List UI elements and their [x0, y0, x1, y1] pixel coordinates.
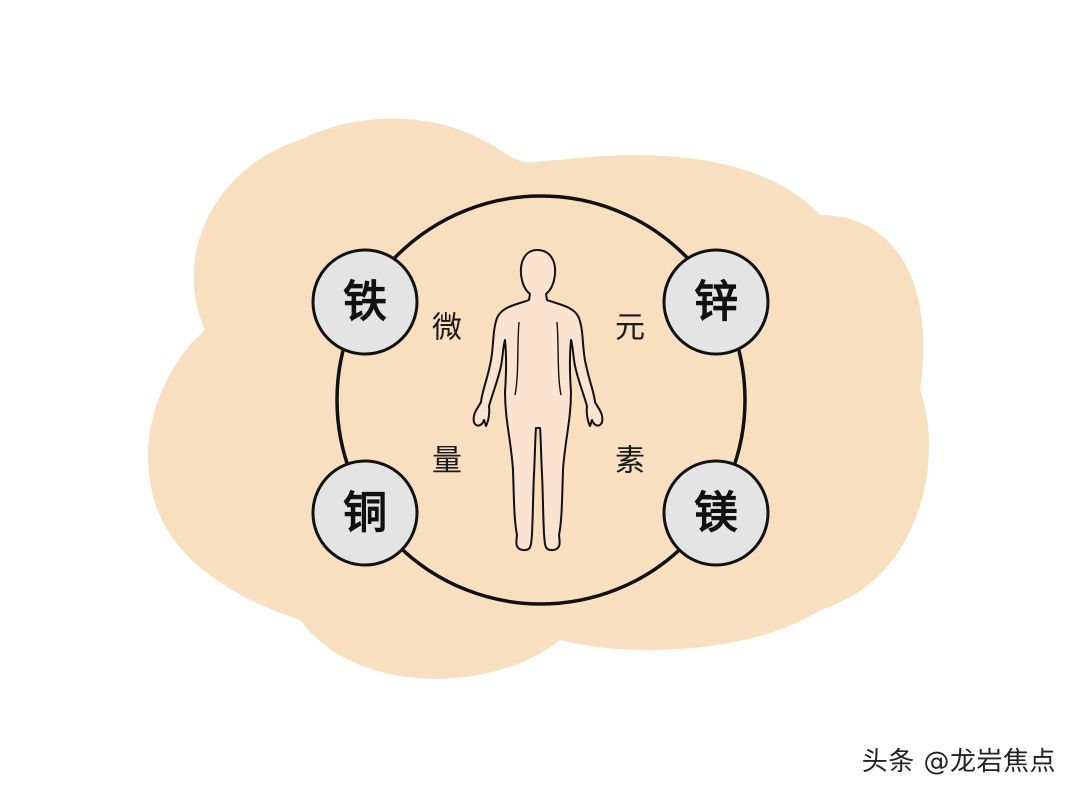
outer-ring [335, 194, 747, 606]
element-node-top-left: 铁 [311, 248, 419, 356]
element-node-bottom-right: 镁 [662, 459, 770, 567]
element-label-iron: 铁 [343, 277, 387, 328]
element-label-magnesium: 镁 [694, 488, 738, 539]
side-text-left-bottom: 量 [432, 444, 462, 479]
element-label-zinc: 锌 [694, 277, 738, 328]
element-node-bottom-left: 铜 [311, 459, 419, 567]
element-label-copper: 铜 [343, 488, 387, 539]
side-text-right-top: 元 [615, 311, 645, 346]
element-node-top-right: 锌 [662, 248, 770, 356]
watermark: 头条 @龙岩焦点 [861, 747, 1056, 777]
human-body-icon [472, 249, 604, 552]
side-text-right-bottom: 素 [615, 444, 645, 479]
side-text-left-top: 微 [432, 311, 462, 346]
